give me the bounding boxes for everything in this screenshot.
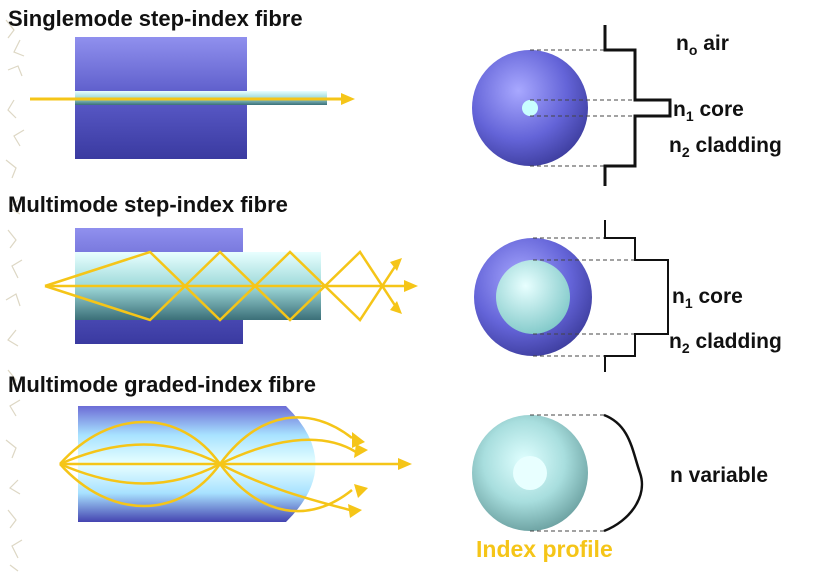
label-n0-air: no air [676,32,729,59]
label-n2-cladding-multi: n2 cladding [669,330,782,357]
graded-index-cross-section [472,413,644,533]
multimode-step-cross-section [474,220,669,372]
label-n-variable: n variable [670,464,769,487]
singlemode-cross-section [472,25,672,186]
multimode-step-fibre [44,228,418,344]
graded-index-fibre [59,406,412,522]
label-n1-core-single: n1 core [673,98,744,125]
singlemode-fibre [30,37,355,159]
background-texture [5,19,25,572]
label-n2-cladding-single: n2 cladding [669,134,782,161]
index-profile-caption: Index profile [476,536,613,562]
title-multimode-step: Multimode step-index fibre [8,192,288,217]
title-singlemode-step: Singlemode step-index fibre [8,6,303,31]
title-multimode-graded: Multimode graded-index fibre [8,372,317,397]
label-n1-core-multi: n1 core [672,285,743,312]
